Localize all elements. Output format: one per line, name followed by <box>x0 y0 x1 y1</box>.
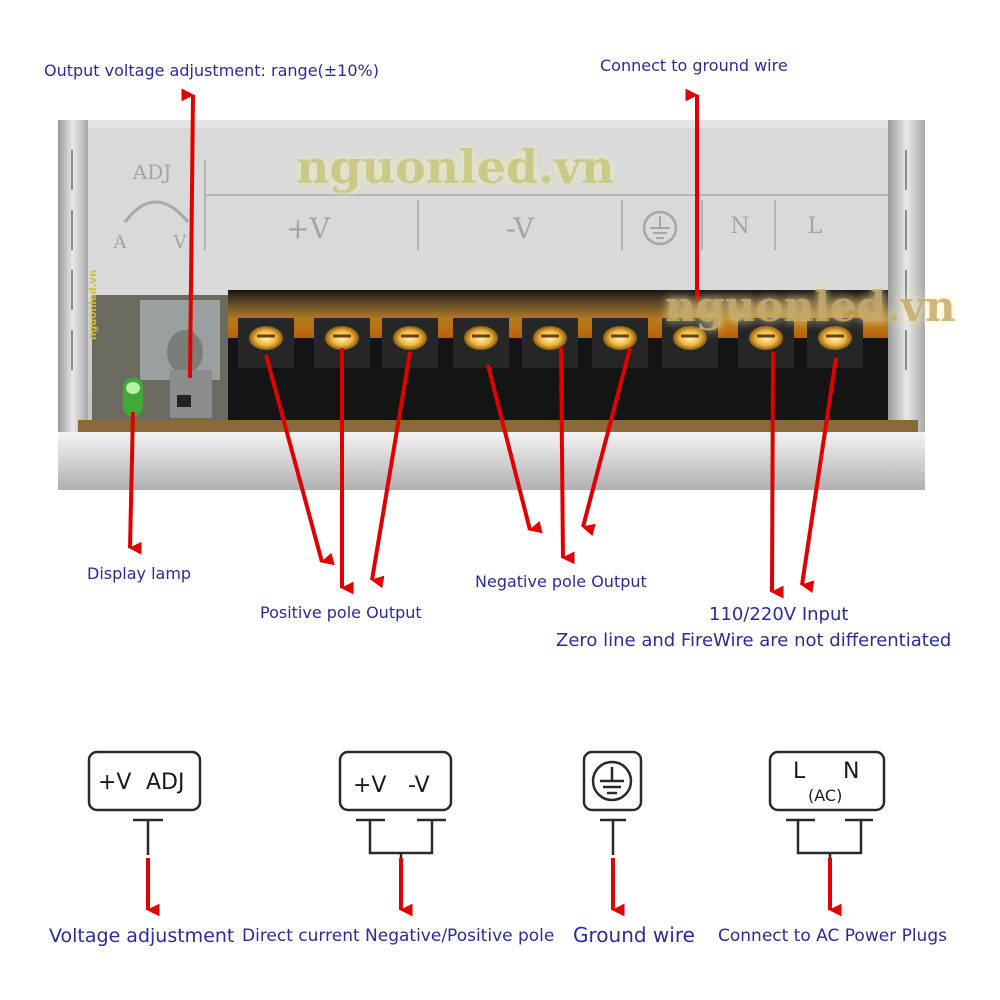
arrow-display-lamp <box>128 411 142 555</box>
arrow-output-adjust <box>181 88 195 379</box>
terminal-screw <box>818 326 852 350</box>
terminal-block <box>228 290 888 420</box>
ac-box <box>768 750 886 812</box>
ac-n: N <box>843 759 860 784</box>
panel-adj-label: ADJ <box>132 160 172 184</box>
vadj-adj: ADJ <box>146 770 185 795</box>
dc-box <box>338 750 453 812</box>
terminal-screw <box>749 326 783 350</box>
caption-vadj: Voltage adjustment <box>49 925 235 947</box>
callout-ground-top: Connect to ground wire <box>600 56 788 75</box>
watermark-small: nguonled.vn <box>88 269 99 340</box>
panel-v-label: V <box>173 232 187 253</box>
display-lamp-led <box>123 378 143 416</box>
panel-a-label: A <box>113 232 127 253</box>
panel-n-label: N <box>730 214 750 239</box>
ac-l: L <box>793 759 806 784</box>
callout-display-lamp: Display lamp <box>87 564 192 583</box>
legend-arrows <box>146 858 842 917</box>
terminal-screw <box>249 326 283 350</box>
ac-label: (AC) <box>808 786 843 805</box>
panel-l-label: L <box>807 214 823 239</box>
panel-plus-v: +V <box>286 212 330 245</box>
terminal-screw <box>673 326 707 350</box>
arrow-negative-2 <box>559 347 575 565</box>
panel-minus-v: -V <box>506 212 534 245</box>
arrow-negative-1 <box>486 364 543 534</box>
watermark-terminal: nguonled.vn <box>665 282 956 331</box>
callout-positive-output: Positive pole Output <box>260 603 422 622</box>
callout-output-adjust: Output voltage adjustment: range(±10%) <box>44 61 379 80</box>
dc-minus-v: -V <box>408 773 430 798</box>
legend-symbols <box>87 750 886 870</box>
callout-input: 110/220V Input <box>709 604 849 625</box>
terminal-screw <box>533 326 567 350</box>
caption-ground: Ground wire <box>573 923 695 947</box>
arrow-input-1 <box>770 351 784 599</box>
watermark-top: nguonled.vn <box>296 140 615 194</box>
terminal-screw <box>325 326 359 350</box>
terminal-screw <box>393 326 427 350</box>
arrow-negative-3 <box>581 347 632 537</box>
arrow-positive-3 <box>370 351 412 589</box>
caption-ac: Connect to AC Power Plugs <box>718 926 947 946</box>
arrow-positive-1 <box>264 354 335 566</box>
terminal-screw <box>603 326 637 350</box>
vadj-box <box>87 750 202 812</box>
psu-base-plate <box>58 432 925 490</box>
terminal-screw <box>464 326 498 350</box>
caption-dc: Direct current Negative/Positive pole <box>242 926 555 946</box>
arrow-input-2 <box>800 357 838 594</box>
callout-input-note: Zero line and FireWire are not different… <box>556 630 952 651</box>
callout-arrows <box>128 88 838 599</box>
callout-negative-output: Negative pole Output <box>475 572 647 591</box>
vadj-plus-v: +V <box>98 770 132 795</box>
dc-plus-v: +V <box>353 773 387 798</box>
